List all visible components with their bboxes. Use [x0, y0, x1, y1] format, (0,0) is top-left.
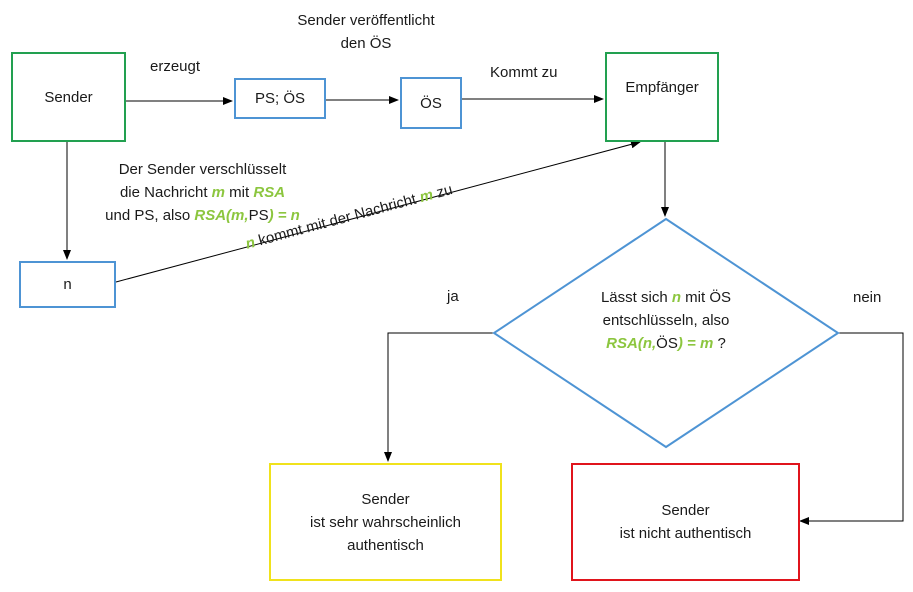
encrypt-note-rsa-m: RSA(m,: [194, 207, 249, 224]
encrypt-note-text: und PS, also: [105, 207, 195, 224]
sender-node-label: Sender: [44, 88, 93, 106]
decision-text: mit ÖS: [681, 289, 732, 306]
encrypt-note: Der Sender verschlüsselt die Nachricht m…: [96, 158, 309, 227]
encrypt-note-text: die Nachricht: [119, 184, 212, 201]
encrypt-note-rsa: RSA: [253, 184, 286, 201]
encrypt-note-line-2: die Nachricht m mit RSA: [96, 181, 309, 204]
decision-q: ?: [713, 335, 726, 352]
encrypt-note-line-3: und PS, also RSA(m,PS) = n: [96, 204, 309, 227]
decision-n: n: [671, 289, 682, 306]
decision-os: ÖS: [656, 335, 678, 352]
decision-question: Lässt sich n mit ÖS entschlüsseln, also …: [566, 286, 766, 355]
n-node-label: n: [63, 276, 72, 293]
encrypt-note-m: m: [211, 184, 226, 201]
not-authentic-line-2: ist nicht authentisch: [619, 525, 752, 542]
decision-diamond: [492, 217, 840, 449]
authentic-line-1: Sender: [361, 490, 410, 508]
ps-os-node-label: PS; ÖS: [254, 90, 306, 107]
arrow-n-to-empfaenger: [115, 140, 641, 283]
encrypt-note-ps: PS: [248, 207, 269, 224]
decision-line-1: Lässt sich n mit ÖS: [566, 286, 766, 309]
decision-eq-m: ) = m: [677, 335, 714, 352]
empfaenger-node-label: Empfänger: [625, 79, 699, 96]
encrypt-note-line-1: Der Sender verschlüsselt: [118, 161, 287, 178]
label-published-line-2: den ÖS: [340, 35, 392, 52]
ps-os-node: PS; ÖS: [234, 78, 326, 119]
label-erzeugt: erzeugt: [150, 58, 201, 75]
label-kommt-zu: Kommt zu: [490, 64, 558, 81]
encrypt-note-text: mit: [225, 184, 254, 201]
authentic-line-3: authentisch: [347, 536, 424, 554]
decision-rsa-n: RSA(n,: [606, 335, 657, 352]
n-transfer-note-text: zu: [430, 181, 455, 203]
n-node: n: [19, 261, 116, 308]
label-ja: ja: [447, 288, 459, 305]
authentic-result-box: Sender ist sehr wahrscheinlich authentis…: [269, 463, 502, 581]
decision-line-2: entschlüsseln, also: [602, 312, 730, 329]
arrow-decision-ja: [384, 332, 494, 462]
empfaenger-node: Empfänger: [605, 52, 719, 142]
decision-text: Lässt sich: [600, 289, 672, 306]
os-node-label: ÖS: [420, 94, 442, 112]
os-node: ÖS: [400, 77, 462, 129]
label-published: Sender veröffentlicht den ÖS: [266, 9, 466, 55]
authentic-line-2: ist sehr wahrscheinlich: [310, 513, 461, 531]
not-authentic-line-1: Sender: [661, 502, 710, 519]
decision-line-3: RSA(n,ÖS) = m ?: [566, 332, 766, 355]
not-authentic-result-box: Sender ist nicht authentisch: [571, 463, 800, 581]
arrow-decision-nein: [799, 332, 904, 525]
label-nein: nein: [853, 289, 882, 306]
label-published-line-1: Sender veröffentlicht: [297, 12, 435, 29]
sender-node: Sender: [11, 52, 126, 142]
encrypt-note-eq-n: ) = n: [268, 207, 300, 224]
